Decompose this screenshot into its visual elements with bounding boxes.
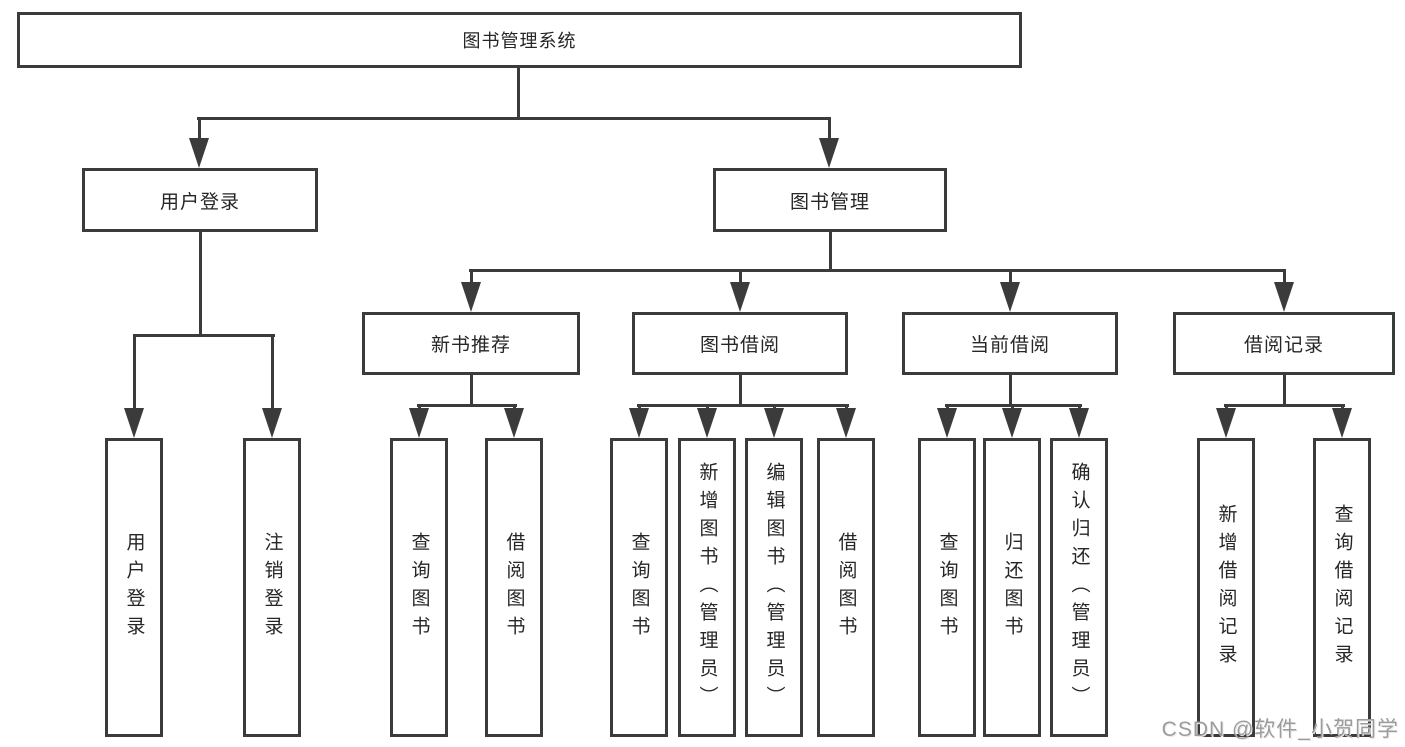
node-borrowing-records-label: 借阅记录 (1243, 335, 1324, 356)
leaf-query-books-borrowing: 查询图书 (610, 438, 668, 737)
connector-drop-book-management (828, 117, 831, 143)
arrow-down-icon (764, 408, 784, 438)
arrow-down-icon (1274, 282, 1294, 312)
leaf-query-books-current: 查询图书 (918, 438, 976, 737)
arrow-down-icon (836, 408, 856, 438)
leaf-return-books-label: 归还图书 (1001, 531, 1023, 644)
arrow-down-icon (730, 282, 750, 312)
leaf-query-books-recommend: 查询图书 (390, 438, 448, 737)
connector-drop-new-book-recommend (470, 269, 473, 289)
leaf-borrow-books-recommend-label: 借阅图书 (503, 531, 525, 644)
connector-new-book-recommend-branch (417, 404, 517, 407)
leaf-add-borrow-record-label: 新增借阅记录 (1215, 503, 1237, 672)
connector-root-branch (197, 117, 831, 120)
connector-book-borrowing-stem (739, 375, 742, 406)
arrow-down-icon (504, 408, 524, 438)
arrow-down-icon (629, 408, 649, 438)
leaf-query-books-borrowing-label: 查询图书 (628, 531, 650, 644)
node-book-borrowing: 图书借阅 (632, 312, 848, 375)
connector-borrowing-records-stem (1283, 375, 1286, 406)
connector-drop-user-login (198, 117, 201, 143)
arrow-down-icon (1002, 408, 1022, 438)
leaf-user-login-label: 用户登录 (123, 531, 145, 644)
arrow-down-icon (1216, 408, 1236, 438)
connector-drop-current-borrowing (1009, 269, 1012, 289)
leaf-query-borrow-record-label: 查询借阅记录 (1331, 503, 1353, 672)
node-user-login: 用户登录 (82, 168, 318, 232)
connector-drop-book-borrowing (739, 269, 742, 289)
leaf-borrow-books-borrowing-label: 借阅图书 (835, 531, 857, 644)
arrow-down-icon (189, 138, 209, 168)
connector-book-management-branch (469, 269, 1286, 272)
node-new-book-recommend: 新书推荐 (362, 312, 580, 375)
node-book-borrowing-label: 图书借阅 (699, 335, 780, 356)
connector-root-stem (517, 68, 520, 120)
leaf-query-books-current-label: 查询图书 (936, 531, 958, 644)
csdn-watermark: CSDN @软件_小贺同学 (1161, 718, 1399, 741)
connector-book-borrowing-branch (637, 404, 849, 407)
arrow-down-icon (124, 408, 144, 438)
leaf-add-books-admin-label: 新增图书（管理员） (696, 461, 718, 714)
node-library-management-system-label: 图书管理系统 (462, 31, 577, 51)
node-book-management-label: 图书管理 (789, 191, 870, 213)
leaf-borrow-books-recommend: 借阅图书 (485, 438, 543, 737)
node-book-management: 图书管理 (713, 168, 947, 232)
arrow-down-icon (461, 282, 481, 312)
leaf-logout-label: 注销登录 (261, 531, 283, 644)
leaf-query-books-recommend-label: 查询图书 (408, 531, 430, 644)
arrow-down-icon (409, 408, 429, 438)
arrow-down-icon (819, 138, 839, 168)
node-user-login-label: 用户登录 (159, 191, 240, 213)
leaf-add-books-admin: 新增图书（管理员） (678, 438, 736, 737)
leaf-edit-books-admin: 编辑图书（管理员） (745, 438, 803, 737)
arrow-down-icon (1000, 282, 1020, 312)
connector-book-management-stem (829, 232, 832, 272)
node-borrowing-records: 借阅记录 (1173, 312, 1395, 375)
leaf-edit-books-admin-label: 编辑图书（管理员） (763, 461, 785, 714)
arrow-down-icon (262, 408, 282, 438)
node-new-book-recommend-label: 新书推荐 (430, 335, 511, 356)
arrow-down-icon (937, 408, 957, 438)
connector-current-borrowing-stem (1009, 375, 1012, 406)
leaf-confirm-return-admin-label: 确认归还（管理员） (1068, 461, 1090, 714)
arrow-down-icon (1069, 408, 1089, 438)
node-current-borrowing: 当前借阅 (902, 312, 1118, 375)
connector-user-login-branch (133, 334, 275, 337)
leaf-logout: 注销登录 (243, 438, 301, 737)
leaf-confirm-return-admin: 确认归还（管理员） (1050, 438, 1108, 737)
connector-borrowing-records-branch (1224, 404, 1345, 407)
node-current-borrowing-label: 当前借阅 (969, 335, 1050, 356)
leaf-user-login: 用户登录 (105, 438, 163, 737)
leaf-add-borrow-record: 新增借阅记录 (1197, 438, 1255, 737)
connector-drop-borrowing-records (1283, 269, 1286, 289)
connector-drop-leaf-user-login (133, 334, 136, 412)
leaf-return-books: 归还图书 (983, 438, 1041, 737)
arrow-down-icon (1332, 408, 1352, 438)
leaf-query-borrow-record: 查询借阅记录 (1313, 438, 1371, 737)
node-library-management-system: 图书管理系统 (17, 12, 1022, 68)
connector-new-book-recommend-stem (470, 375, 473, 406)
leaf-borrow-books-borrowing: 借阅图书 (817, 438, 875, 737)
connector-drop-leaf-logout (271, 334, 274, 412)
connector-user-login-stem (199, 232, 202, 336)
arrow-down-icon (697, 408, 717, 438)
